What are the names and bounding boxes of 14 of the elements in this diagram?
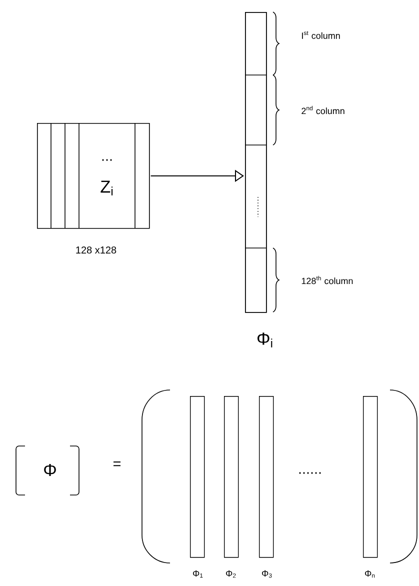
vector-label: 128 x128: [76, 246, 116, 254]
ellipsis: ......: [299, 472, 321, 474]
matrix-label: Z$_{i}$: [100, 180, 113, 196]
vector-label: Φ$_{1}$: [193, 570, 203, 578]
vector-label: Φ$_{3}$: [262, 570, 272, 578]
column-label: 2$^{nd}$ column: [302, 106, 344, 114]
matrix-symbol: Φ: [44, 464, 56, 476]
vector-label: Φ$_{i}$: [258, 332, 272, 348]
equals-sign: =: [114, 461, 120, 466]
vector-label: Φ$_{2}$: [226, 570, 236, 578]
column-label: I$^{st}$ column: [302, 31, 340, 39]
vector-label: Φ$_{n}$: [365, 570, 375, 578]
matrix-label: ...: [102, 159, 112, 161]
column-label: 128$^{th}$ column: [302, 276, 353, 284]
